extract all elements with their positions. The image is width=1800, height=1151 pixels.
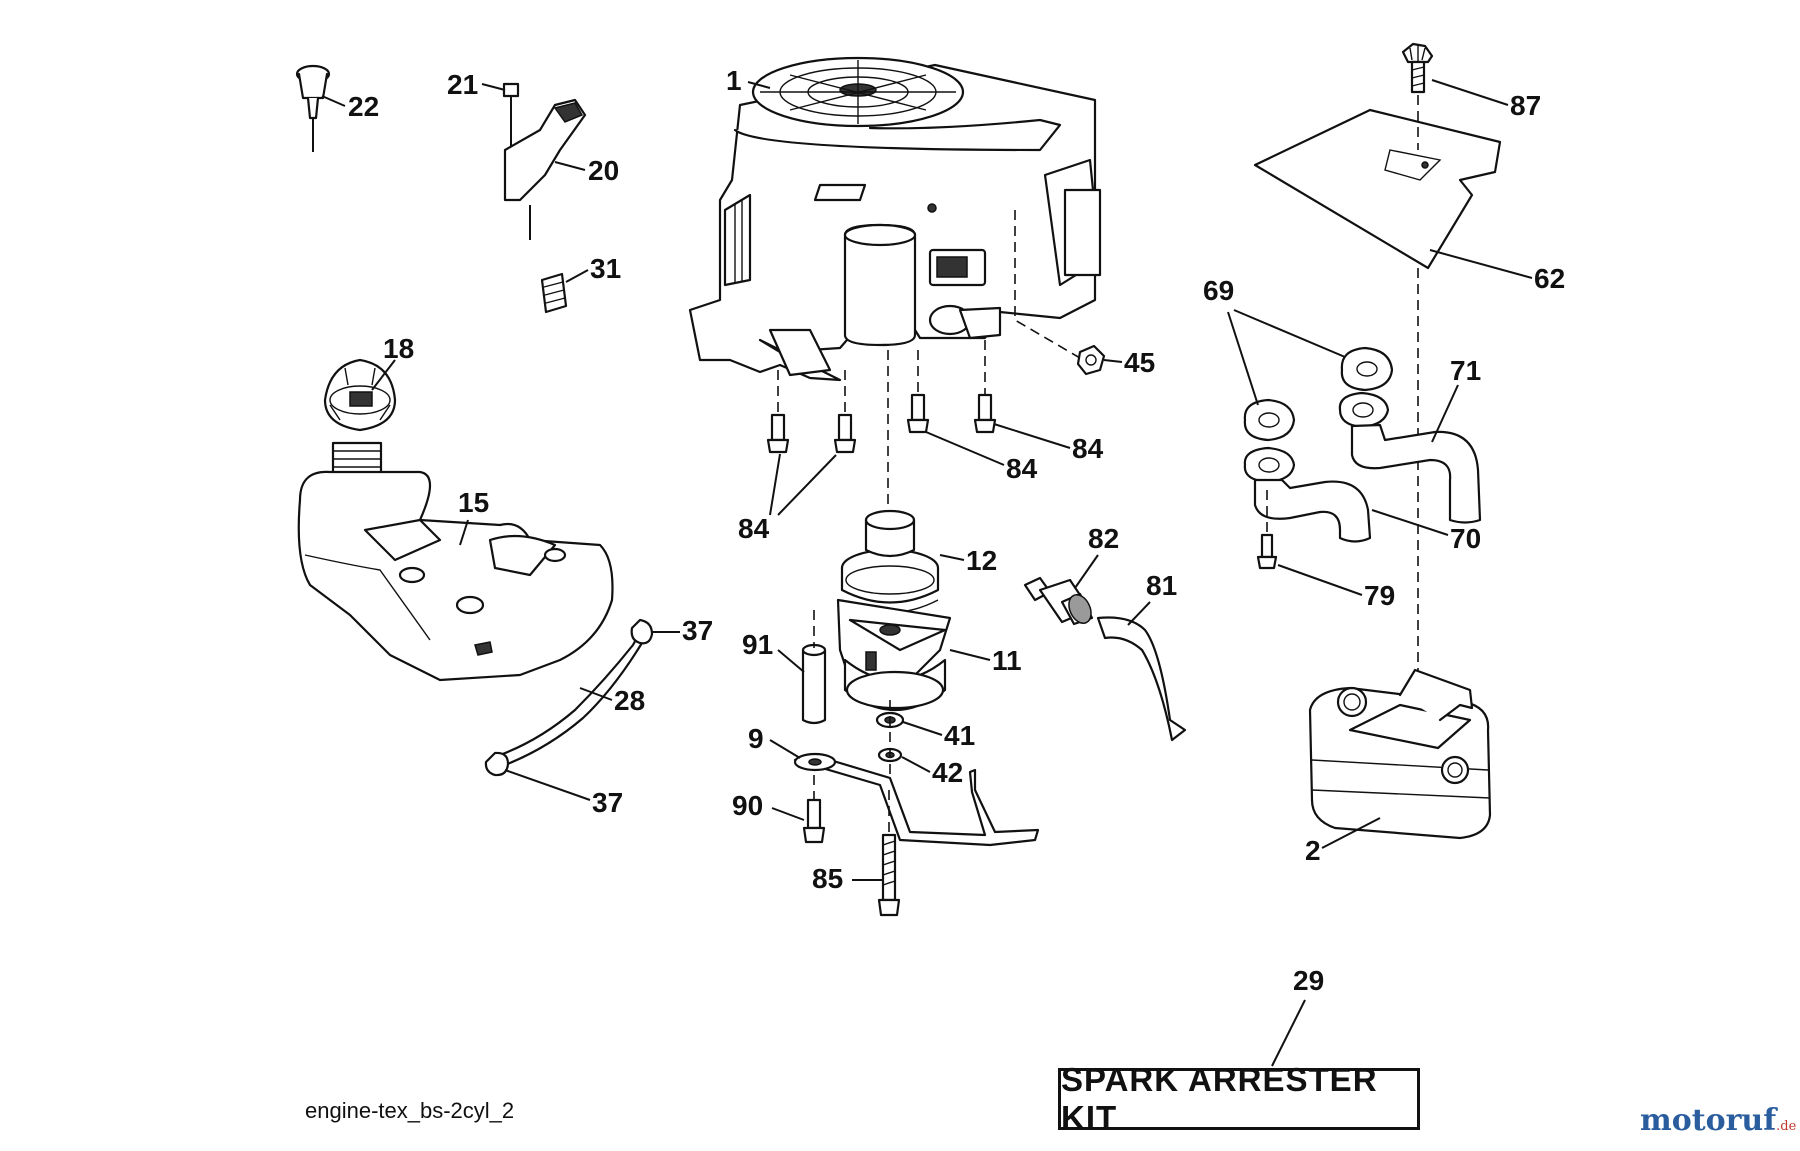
watermark-suffix: .de [1776, 1119, 1797, 1134]
callout-90: 90 [732, 790, 763, 821]
engine-block [688, 56, 1102, 382]
diagram-filename: engine-tex_bs-2cyl_2 [305, 1098, 515, 1123]
part-22-dipstick-cap [295, 64, 331, 152]
callout-70: 70 [1450, 523, 1481, 554]
part-87-screw [1401, 42, 1434, 94]
callout-71: 71 [1450, 355, 1481, 386]
callout-82: 82 [1088, 523, 1119, 554]
part-9-bracket [793, 752, 1040, 847]
callout-2: 2 [1305, 835, 1321, 866]
callout-85: 85 [812, 863, 843, 894]
part-71-exhaust-pipe [1338, 391, 1482, 524]
watermark-name: motoruf [1640, 1103, 1777, 1138]
part-28-fuel-line [484, 618, 654, 777]
callout-29: 29 [1293, 965, 1324, 996]
callout-42: 42 [932, 757, 963, 788]
part-91-spacer [801, 643, 827, 725]
part-69-gaskets [1243, 346, 1394, 442]
part-31-spring [540, 272, 568, 314]
part-85-bolt [877, 833, 901, 917]
spark-arrester-kit-box: SPARK ARRESTER KIT [1058, 1061, 1420, 1136]
callout-45: 45 [1124, 347, 1155, 378]
callout-31: 31 [590, 253, 621, 284]
watermark-logo: motoruf.de [1640, 1103, 1796, 1138]
callout-1: 1 [726, 65, 742, 96]
part-70-exhaust-pipe [1243, 446, 1372, 543]
callout-15: 15 [458, 487, 489, 518]
part-84-bolts [766, 393, 997, 454]
part-2-muffler [1308, 668, 1492, 840]
callout-91: 91 [742, 629, 773, 660]
callout-69: 69 [1203, 275, 1234, 306]
callout-11: 11 [992, 645, 1022, 676]
callout-21: 21 [447, 69, 478, 100]
part-12-pulley [840, 509, 940, 614]
callout-12: 12 [966, 545, 997, 576]
callout-84-right: 84 [1072, 433, 1104, 464]
part-62-heat-shield [1253, 108, 1502, 270]
callout-9: 9 [748, 723, 764, 754]
callout-81: 81 [1146, 570, 1177, 601]
callout-41: 41 [944, 720, 975, 751]
callout-37-top: 37 [682, 615, 713, 646]
callout-28: 28 [614, 685, 645, 716]
part-81-fuel-hose [1096, 616, 1187, 742]
callout-84-center: 84 [1006, 453, 1038, 484]
part-20-21-control-bracket [502, 82, 587, 240]
part-82-fuel-filter [1023, 576, 1094, 626]
callout-20: 20 [588, 155, 619, 186]
part-79-bolt [1256, 533, 1278, 570]
part-45-nut [1076, 344, 1106, 376]
callout-37-bottom: 37 [592, 787, 623, 818]
callout-18: 18 [383, 333, 414, 364]
part-90-bolt [802, 798, 826, 844]
callout-84-left: 84 [738, 513, 770, 544]
callout-22: 22 [348, 91, 379, 122]
part-15-fuel-tank [297, 441, 614, 682]
part-11-pto-clutch [836, 598, 952, 711]
callout-87: 87 [1510, 90, 1541, 121]
callout-79: 79 [1364, 580, 1395, 611]
spark-arrester-kit-label: SPARK ARRESTER KIT [1061, 1061, 1378, 1136]
part-18-fuel-cap [323, 358, 397, 432]
callout-62: 62 [1534, 263, 1565, 294]
